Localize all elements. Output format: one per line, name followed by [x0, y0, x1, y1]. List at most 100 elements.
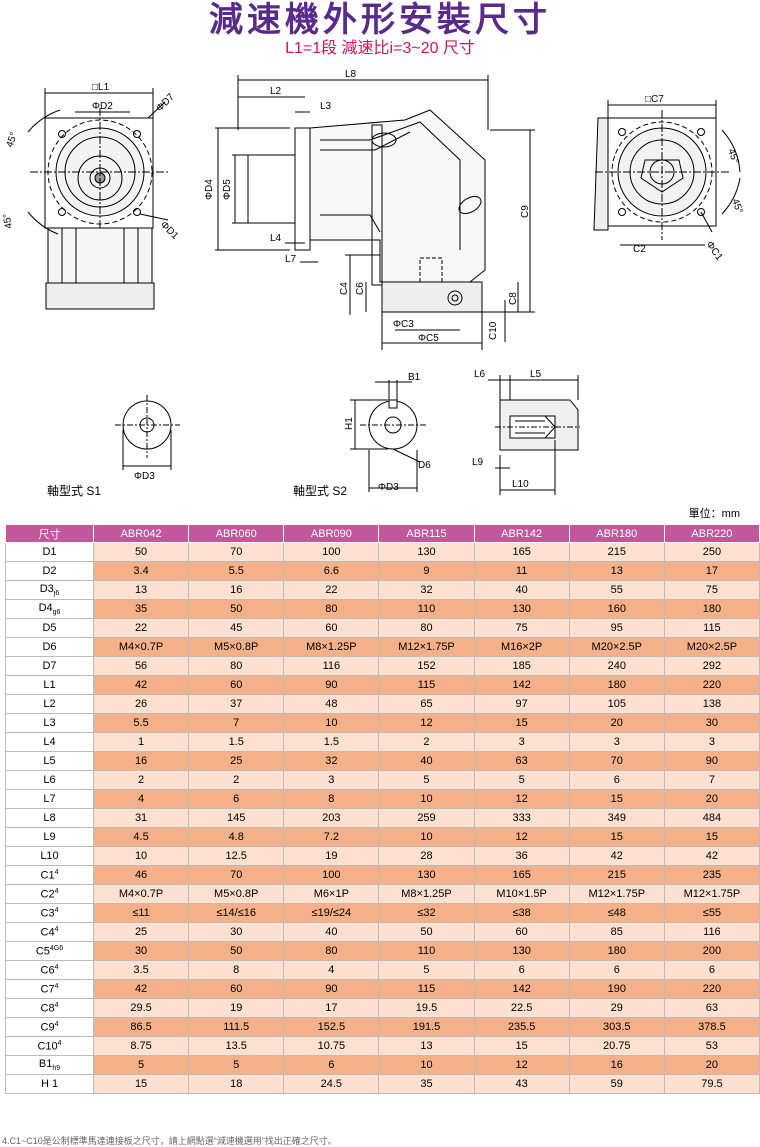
table-cell: 130 [378, 865, 475, 885]
table-cell: 3 [568, 732, 665, 752]
row-label: C64 [5, 960, 94, 980]
table-cell: 3 [283, 770, 380, 790]
table-cell: 12.5 [188, 846, 285, 866]
row-label: C14 [5, 865, 94, 885]
table-cell: 13 [378, 1036, 475, 1056]
label-D6: D6 [418, 460, 431, 471]
table-cell: 10.75 [283, 1036, 380, 1056]
table-cell: 40 [283, 922, 380, 942]
table-cell: ≤14/≤16 [188, 903, 285, 923]
table-cell: 152.5 [283, 1017, 380, 1037]
table-cell: 115 [378, 979, 475, 999]
table-cell: 10 [378, 827, 475, 847]
table-cell: 15 [663, 827, 760, 847]
table-cell: 15 [568, 789, 665, 809]
table-cell: 46 [92, 865, 190, 885]
table-cell: 235.5 [473, 1017, 570, 1037]
table-cell: 80 [188, 656, 285, 676]
table-cell: M6×1P [283, 884, 380, 904]
table-cell: 130 [378, 542, 475, 562]
label-L9: L9 [472, 457, 484, 468]
table-cell: 42 [92, 979, 190, 999]
dimension-drawing: □L1 ΦD2 ΦD7 ΦD1 45° 45° L8 L2 L3 ΦD4 ΦD5… [1, 69, 744, 498]
table-cell: 50 [92, 542, 190, 562]
row-label: C104 [5, 1036, 94, 1056]
label-B1: B1 [408, 372, 421, 383]
page-subtitle: L1=1段 減速比i=3~20 尺寸 [285, 40, 475, 57]
table-cell: 80 [378, 618, 475, 638]
table-cell: 6 [663, 960, 760, 980]
table-cell: 215 [568, 865, 665, 885]
table-cell: M10×1.5P [473, 884, 570, 904]
table-cell: 45 [188, 618, 285, 638]
table-cell: 7 [188, 713, 285, 733]
table-cell: 110 [378, 599, 475, 619]
table-cell: 142 [473, 979, 570, 999]
table-cell: M8×1.25P [378, 884, 475, 904]
table-cell: 32 [283, 751, 380, 771]
table-cell: 2 [378, 732, 475, 752]
table-cell: 180 [663, 599, 760, 619]
label-D3-s2: ΦD3 [378, 482, 399, 493]
table-cell: 16 [188, 580, 285, 600]
table-cell: 6 [188, 789, 285, 809]
table-cell: 60 [283, 618, 380, 638]
table-cell: 4 [92, 789, 190, 809]
table-cell: 5 [473, 770, 570, 790]
footnote: 4.C1~C10是公制標準馬達連接板之尺寸，請上網點選“減速機選用”找出正確之尺… [2, 1136, 337, 1146]
table-cell: 80 [283, 599, 380, 619]
table-cell: 75 [663, 580, 760, 600]
table-cell: 90 [663, 751, 760, 771]
table-cell: 12 [378, 713, 475, 733]
label-D7: ΦD7 [154, 91, 177, 114]
table-cell: 4 [283, 960, 380, 980]
table-cell: 63 [663, 998, 760, 1018]
row-label: L1 [5, 675, 94, 695]
table-cell: 3.5 [92, 960, 190, 980]
table-cell: M4×0.7P [92, 884, 190, 904]
label-L4: L4 [270, 233, 282, 244]
table-cell: 105 [568, 694, 665, 714]
table-cell: 5.5 [92, 713, 190, 733]
label-D5: ΦD5 [222, 179, 233, 200]
table-cell: 70 [568, 751, 665, 771]
header-model: ABR220 [663, 524, 760, 543]
row-label: C44 [5, 922, 94, 942]
table-cell: ≤55 [663, 903, 760, 923]
table-cell: 130 [473, 599, 570, 619]
table-cell: 180 [568, 675, 665, 695]
table-cell: 20.75 [568, 1036, 665, 1056]
header-model: ABR180 [568, 524, 665, 543]
unit-label: 單位：mm [688, 508, 740, 520]
label-C5: ΦC5 [418, 333, 439, 344]
table-cell: 37 [188, 694, 285, 714]
table-cell: 191.5 [378, 1017, 475, 1037]
table-cell: 13 [568, 561, 665, 581]
table-cell: 56 [92, 656, 190, 676]
table-cell: 5 [188, 1055, 285, 1075]
table-cell: 180 [568, 941, 665, 961]
table-cell: 80 [283, 941, 380, 961]
table-cell: 97 [473, 694, 570, 714]
table-cell: 2 [188, 770, 285, 790]
table-cell: 6 [568, 960, 665, 980]
table-cell: 17 [283, 998, 380, 1018]
label-C4: C4 [339, 282, 350, 295]
table-cell: 115 [663, 618, 760, 638]
table-cell: 1.5 [283, 732, 380, 752]
table-cell: 53 [663, 1036, 760, 1056]
table-cell: 3.4 [92, 561, 190, 581]
row-label: B1h9 [5, 1055, 94, 1075]
header-dimension: 尺寸 [5, 524, 94, 543]
label-shaft-s2: 軸型式 S2 [293, 484, 347, 498]
table-cell: 215 [568, 542, 665, 562]
